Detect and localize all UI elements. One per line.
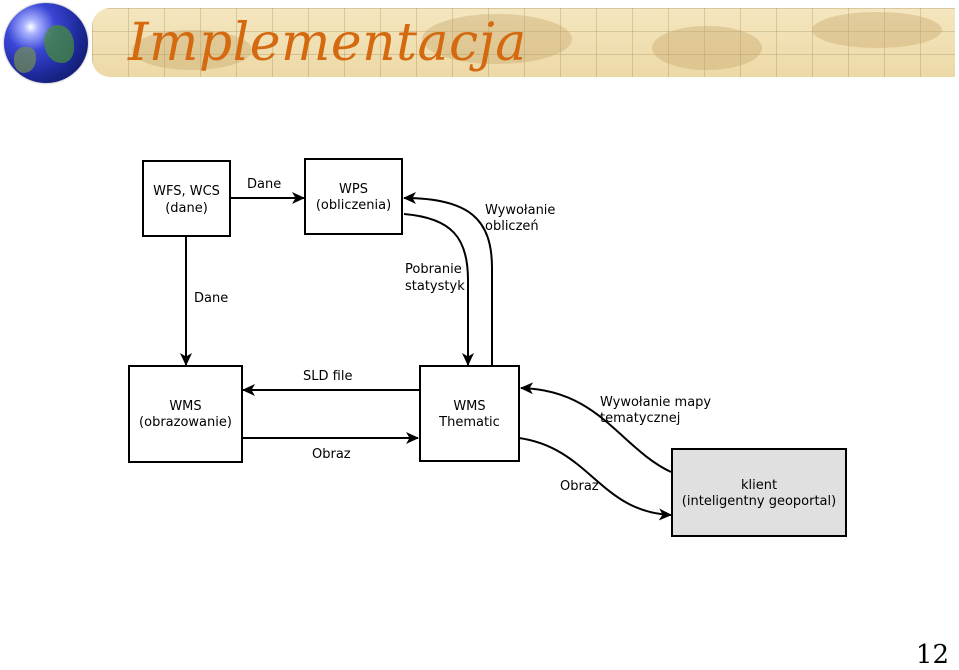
edge-label-wps-wmst-2: statystyk: [405, 279, 465, 294]
edge-label-wms-wmst: Obraz: [312, 447, 351, 462]
edge-label-wfs-wps: Dane: [247, 177, 281, 192]
node-wms-label-1: WMS: [169, 399, 201, 414]
node-client-label-1: klient: [741, 478, 777, 493]
node-wfs-wcs-label-1: WFS, WCS: [153, 184, 220, 199]
edge-label-client-wmst-2: tematycznej: [600, 411, 680, 426]
banner-map-land: [132, 30, 252, 70]
edge-label-wmst-wps-2: obliczeń: [485, 219, 539, 234]
banner-map-land: [812, 12, 942, 48]
edge-client-to-wmst: [520, 382, 672, 473]
edge-wps-to-wmst: [403, 213, 474, 366]
slide-title: Implementacja: [128, 13, 527, 73]
edge-label-wmst-wms: SLD file: [303, 369, 352, 384]
node-client: klient (inteligentny geoportal): [671, 448, 847, 537]
node-wps-label-1: WPS: [339, 182, 368, 197]
edge-label-wmst-wps-1: Wywołanie: [485, 203, 555, 218]
node-wms-thematic-label-2: Thematic: [438, 415, 500, 430]
node-wfs-wcs-label-2: (dane): [165, 201, 208, 216]
title-banner: [92, 8, 955, 77]
node-wms-label-2: (obrazowanie): [139, 415, 232, 430]
node-wms: WMS (obrazowanie): [128, 365, 243, 463]
page-number: 12: [915, 640, 949, 670]
node-client-label-2: (inteligentny geoportal): [682, 494, 836, 509]
edge-wmst-to-wps: [403, 192, 493, 366]
banner-map-grid: [92, 8, 955, 77]
edge-label-wps-wmst-1: Pobranie: [405, 262, 462, 277]
node-wms-thematic: WMS Thematic: [419, 365, 520, 462]
node-wps: WPS (obliczenia): [304, 158, 403, 235]
edge-label-wfs-wms: Dane: [194, 291, 228, 306]
node-wps-label-2: (obliczenia): [316, 198, 391, 213]
globe-logo: [4, 3, 88, 83]
node-wfs-wcs: WFS, WCS (dane): [142, 160, 231, 237]
edge-wmst-to-client: [518, 437, 672, 521]
banner-map-land: [652, 26, 762, 70]
banner-map-land: [422, 14, 572, 64]
edge-label-wmst-client: Obraz: [560, 479, 599, 494]
edge-label-client-wmst-1: Wywołanie mapy: [600, 395, 711, 410]
node-wms-thematic-label-1: WMS: [453, 399, 485, 414]
